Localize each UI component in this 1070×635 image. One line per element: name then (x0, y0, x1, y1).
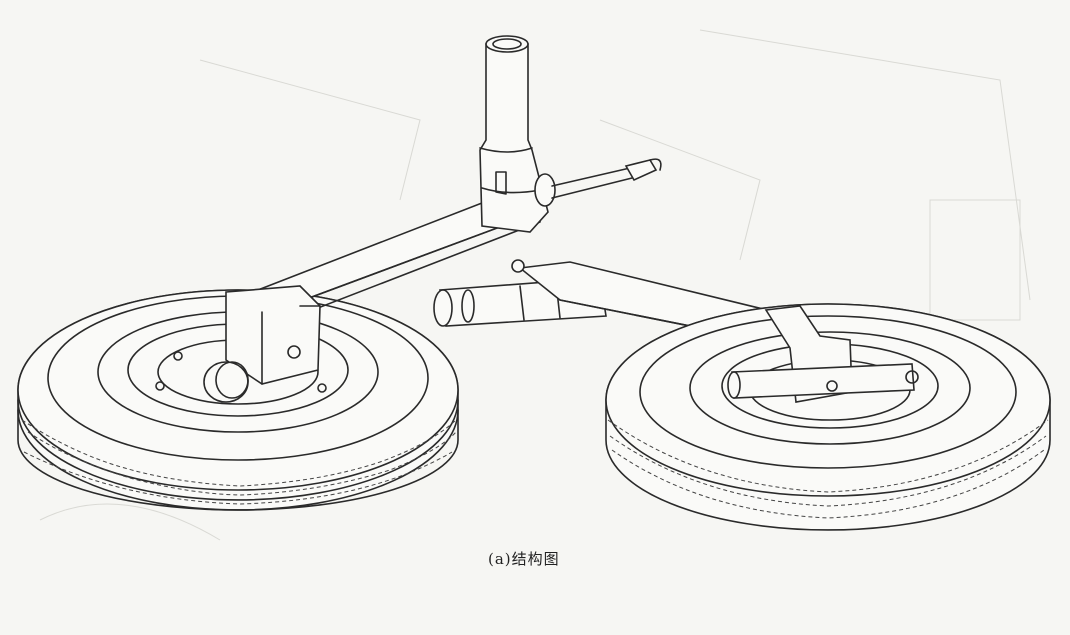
bleed-through-lines (39, 29, 1031, 541)
vertical-post (479, 35, 662, 233)
right-wheel (605, 303, 1051, 531)
left-wheel (17, 289, 459, 511)
figure-caption: (a)结构图 (488, 550, 560, 568)
